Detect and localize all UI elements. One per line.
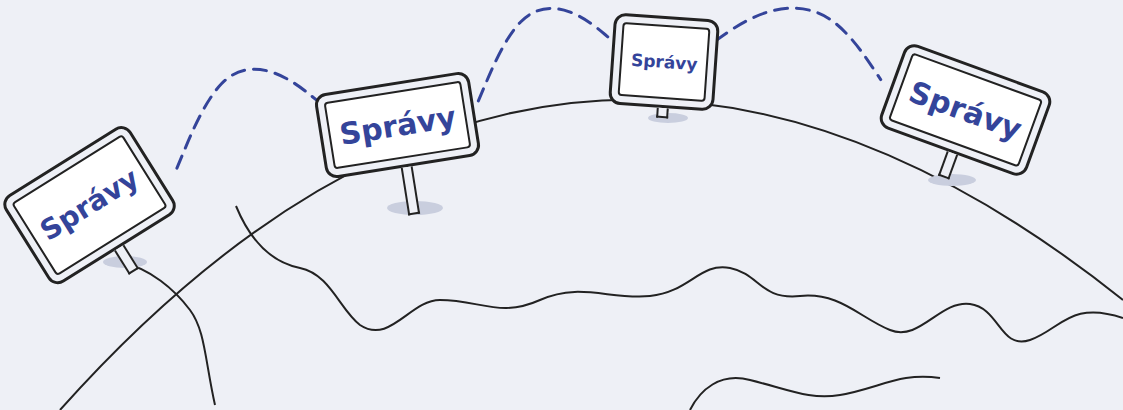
- news-sign: Správy: [608, 12, 721, 111]
- sign-screen: Správy: [617, 22, 710, 102]
- dashed-link: [716, 8, 880, 79]
- sign-label: Správy: [905, 74, 1026, 145]
- land-mass: [120, 262, 215, 405]
- sign-post: [656, 108, 669, 119]
- sign-label: Správy: [338, 100, 459, 151]
- sign-screen: Správy: [11, 134, 168, 277]
- sign-shadow: [928, 174, 976, 186]
- sign-label: Správy: [630, 50, 698, 73]
- sign-post: [401, 166, 420, 215]
- land-mass: [236, 206, 1123, 342]
- sign-post: [114, 245, 139, 275]
- sign-screen: Správy: [888, 52, 1043, 167]
- dashed-link: [177, 69, 318, 168]
- sign-label: Správy: [35, 163, 144, 247]
- sign-post: [938, 151, 958, 180]
- sign-screen: Správy: [324, 81, 472, 170]
- news-sign: Správy: [877, 41, 1056, 179]
- dashed-link: [478, 8, 611, 101]
- land-mass: [690, 377, 940, 410]
- news-sign: Správy: [314, 70, 483, 180]
- news-sign: Správy: [0, 121, 181, 288]
